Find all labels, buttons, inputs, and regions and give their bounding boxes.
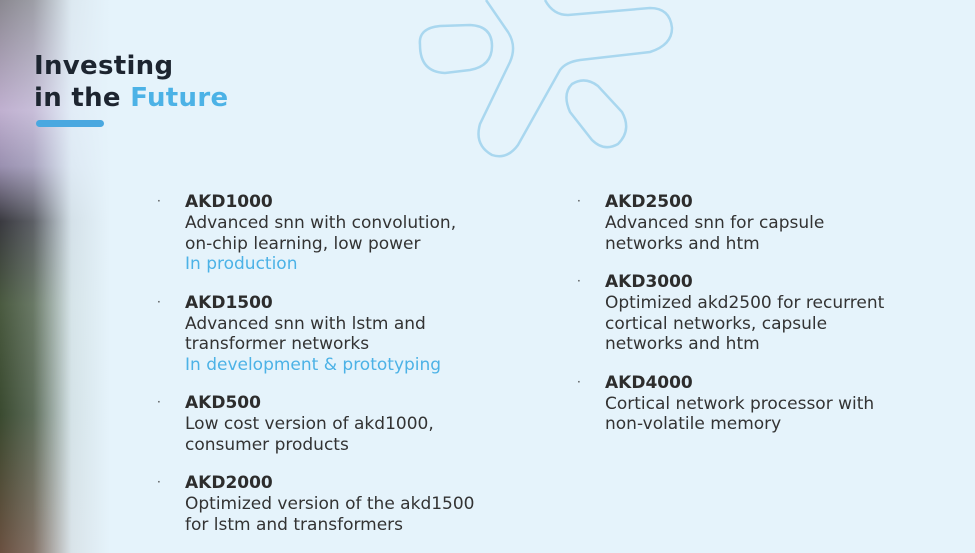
title-line-1: Investing bbox=[34, 51, 174, 81]
title-line-2: in the Future bbox=[34, 82, 228, 114]
brand-logo-outline bbox=[418, 0, 674, 158]
product-name: AKD2000 bbox=[185, 473, 273, 493]
product-status: In development & prototyping bbox=[185, 354, 442, 375]
product-description: cortical networks, capsule bbox=[605, 313, 828, 334]
product-description: Optimized akd2500 for recurrent bbox=[605, 293, 885, 313]
bullet-icon: · bbox=[157, 395, 161, 409]
bullet-icon: · bbox=[157, 475, 161, 489]
video-fade bbox=[0, 0, 110, 553]
product-name: AKD2500 bbox=[605, 192, 693, 212]
product-name: AKD4000 bbox=[605, 372, 693, 393]
product-name: AKD1000 bbox=[185, 192, 273, 212]
product-description: on-chip learning, low power bbox=[185, 233, 421, 254]
bullet-icon: · bbox=[157, 294, 161, 309]
product-description: Optimized version of the akd1500 bbox=[185, 494, 475, 514]
product-description: Advanced snn with convolution, bbox=[185, 213, 457, 233]
title-accent: Future bbox=[130, 83, 229, 113]
product-description: non-volatile memory bbox=[605, 414, 782, 434]
product-description: Low cost version of akd1000, bbox=[185, 414, 434, 434]
product-description: Advanced snn with lstm and bbox=[185, 313, 426, 334]
product-description: networks and htm bbox=[605, 233, 760, 254]
product-description: consumer products bbox=[185, 434, 349, 455]
product-status: In production bbox=[185, 254, 298, 274]
product-name: AKD500 bbox=[185, 393, 261, 413]
bullet-icon: · bbox=[577, 194, 581, 208]
title-underline bbox=[36, 120, 104, 127]
bullet-icon: · bbox=[157, 194, 161, 208]
bullet-icon: · bbox=[577, 274, 581, 288]
title-line-2-prefix: in the bbox=[34, 83, 121, 113]
product-name: AKD3000 bbox=[605, 272, 693, 292]
product-description: networks and htm bbox=[605, 334, 760, 354]
product-description: Cortical network processor with bbox=[605, 393, 875, 414]
product-description: Advanced snn for capsule bbox=[605, 213, 825, 233]
product-description: transformer networks bbox=[185, 334, 370, 354]
product-description: for lstm and transformers bbox=[185, 514, 404, 535]
slide-title: Investing in the Future bbox=[34, 50, 228, 114]
bullet-icon: · bbox=[577, 374, 581, 389]
product-name: AKD1500 bbox=[185, 292, 273, 313]
